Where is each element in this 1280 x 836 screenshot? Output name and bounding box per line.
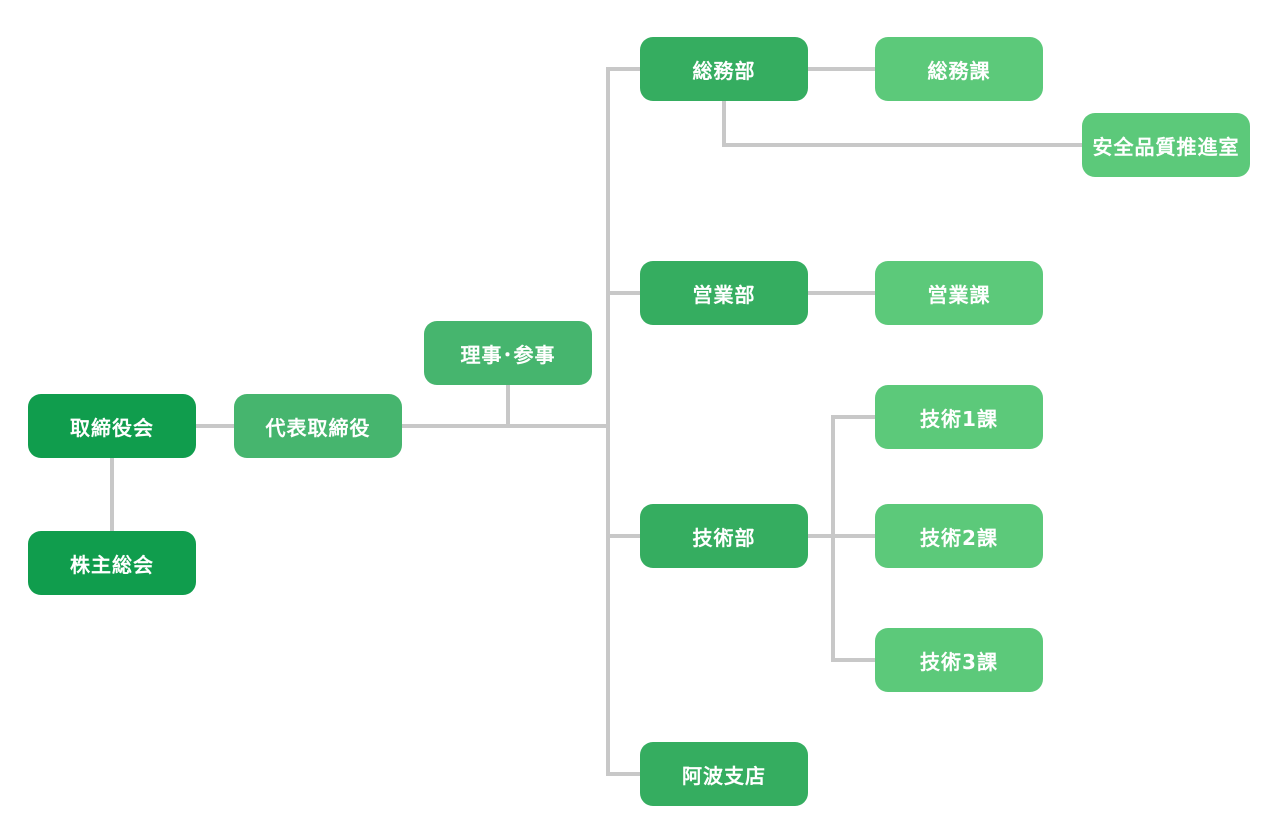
connector-board-to-shareholders	[110, 458, 114, 531]
node-safety-quality-office: 安全品質推進室	[1082, 113, 1250, 177]
node-sales-section: 営業課	[875, 261, 1043, 325]
connector-trunk-vertical	[606, 67, 610, 776]
connector-engineering-dept-to-section2	[808, 534, 875, 538]
node-representative-director: 代表取締役	[234, 394, 402, 458]
node-board-of-directors: 取締役会	[28, 394, 196, 458]
connector-to-engineering-section1	[831, 415, 875, 419]
node-engineering-section-1: 技術1課	[875, 385, 1043, 449]
connector-general-affairs-drop	[722, 101, 726, 147]
connector-councilors-drop	[506, 385, 510, 424]
node-awa-branch: 阿波支店	[640, 742, 808, 806]
connector-trunk-to-general-affairs-dept	[606, 67, 640, 71]
node-general-affairs-dept: 総務部	[640, 37, 808, 101]
node-engineering-dept: 技術部	[640, 504, 808, 568]
connector-board-to-representative	[196, 424, 234, 428]
connector-to-safety-quality-office	[722, 143, 1082, 147]
connector-to-engineering-section3	[831, 658, 875, 662]
node-sales-dept: 営業部	[640, 261, 808, 325]
connector-trunk-to-sales-dept	[606, 291, 640, 295]
connector-engineering-vertical	[831, 415, 835, 662]
node-engineering-section-3: 技術3課	[875, 628, 1043, 692]
node-engineering-section-2: 技術2課	[875, 504, 1043, 568]
connector-trunk-to-awa-branch	[606, 772, 640, 776]
connector-general-affairs-dept-to-section	[808, 67, 875, 71]
connector-representative-to-trunk	[402, 424, 610, 428]
node-shareholders-meeting: 株主総会	[28, 531, 196, 595]
connector-trunk-to-engineering-dept	[606, 534, 640, 538]
node-directors-councilors: 理事･参事	[424, 321, 592, 385]
node-general-affairs-section: 総務課	[875, 37, 1043, 101]
connector-sales-dept-to-section	[808, 291, 875, 295]
